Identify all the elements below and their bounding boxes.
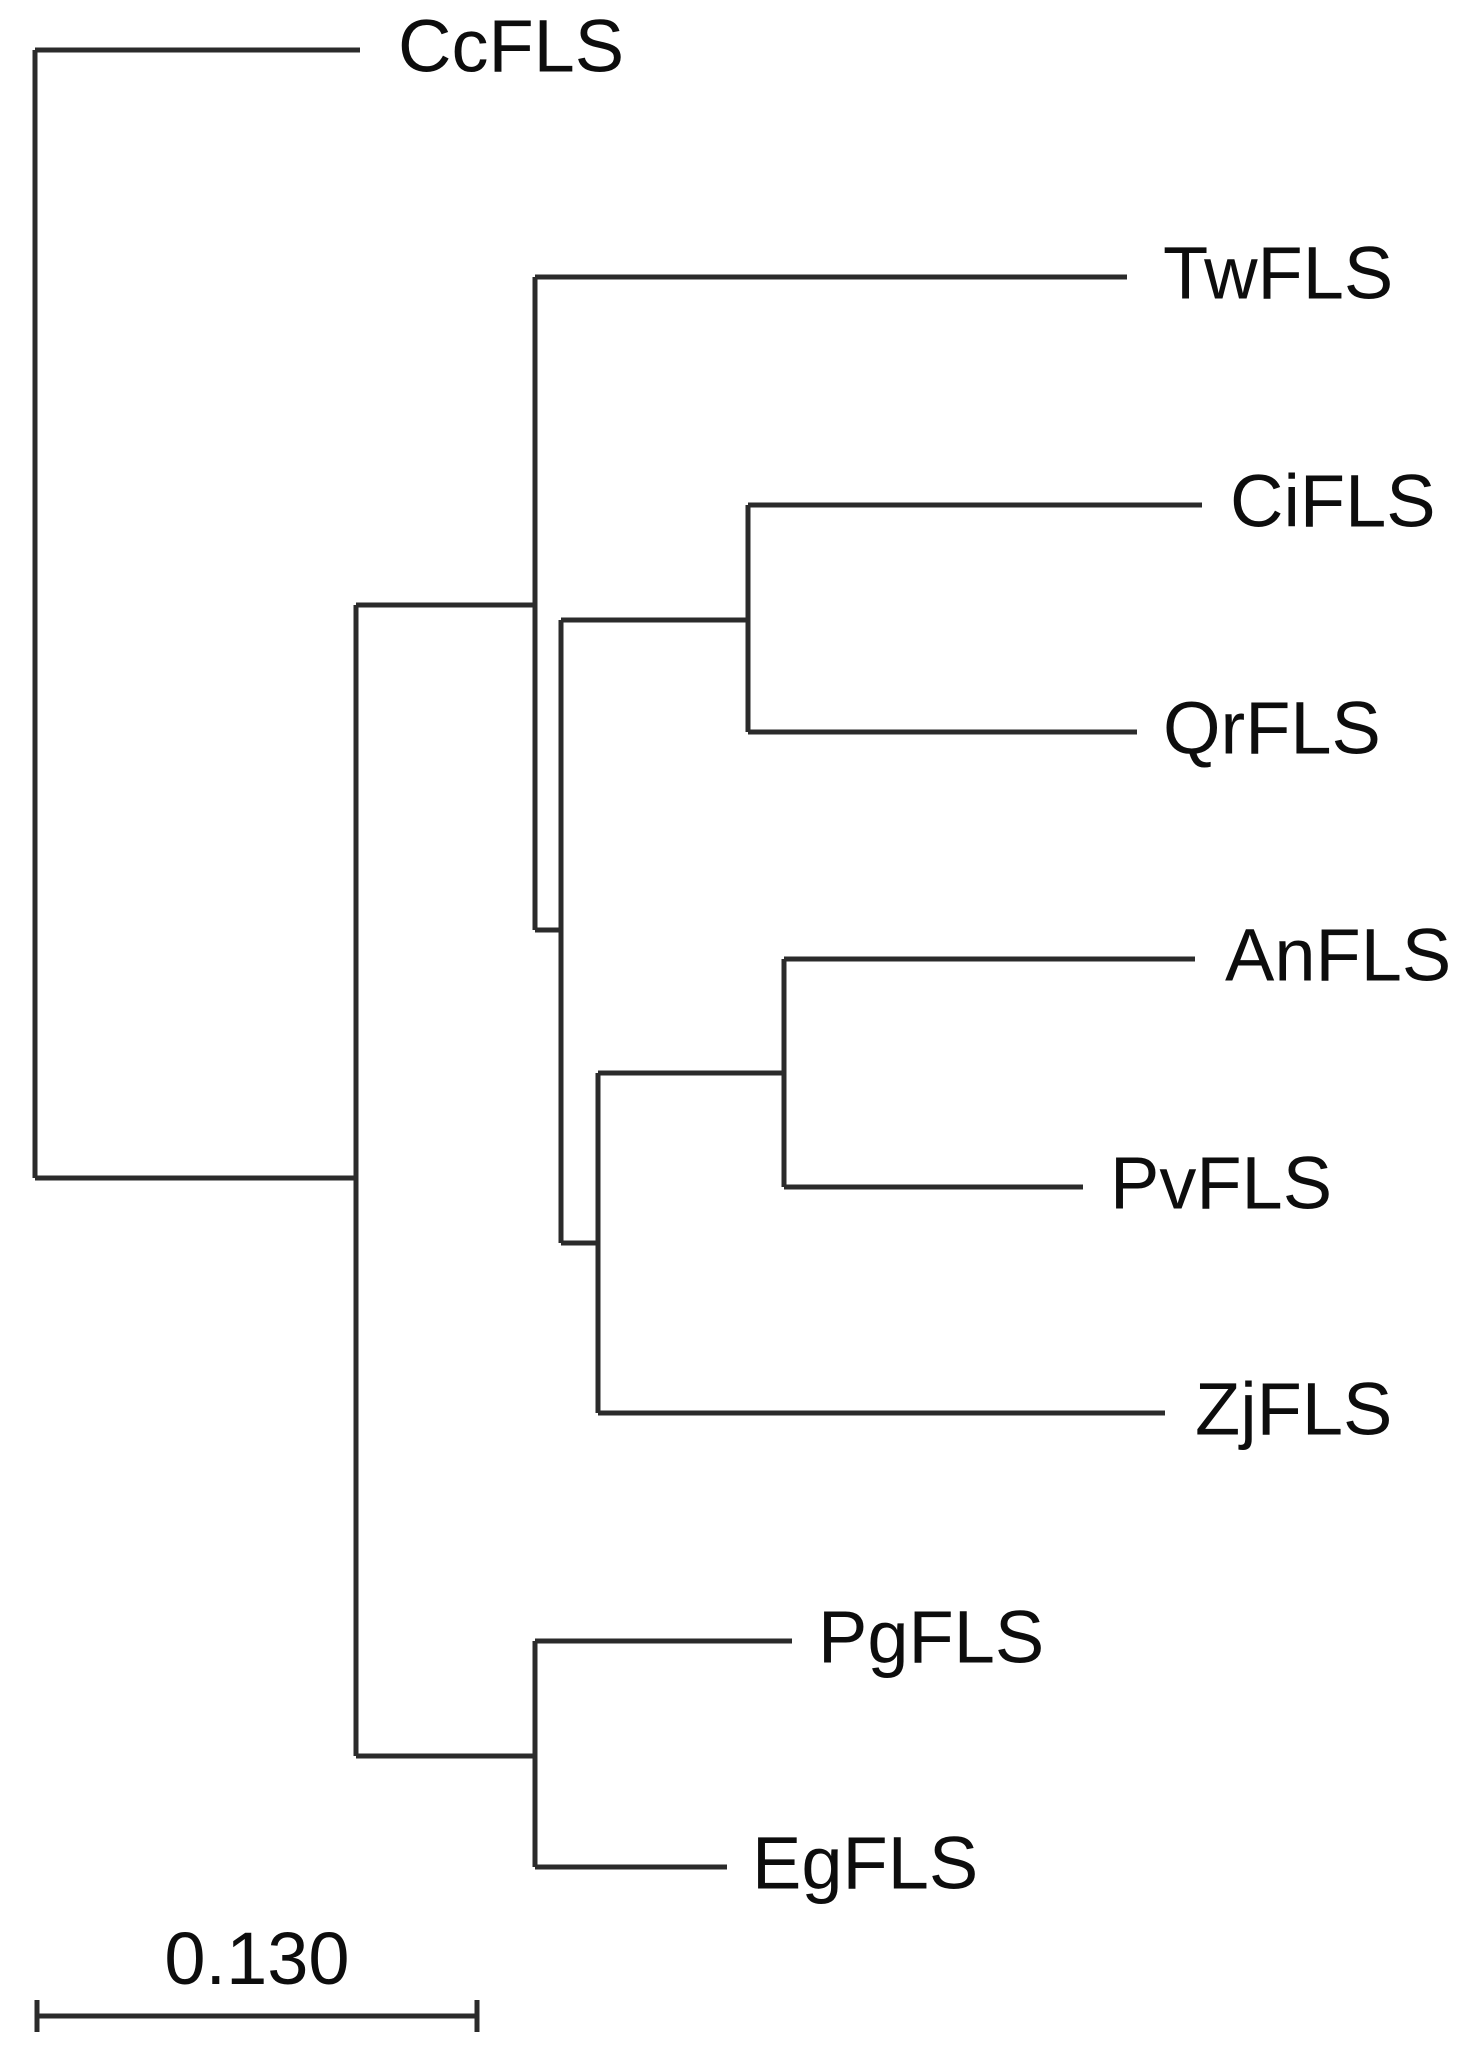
tip-label-AnFLS: AnFLS	[1225, 914, 1451, 997]
tip-label-PvFLS: PvFLS	[1110, 1142, 1332, 1225]
scale-bar-label: 0.130	[164, 1917, 349, 2000]
tip-label-TwFLS: TwFLS	[1163, 232, 1393, 315]
scale-bar-group: 0.130	[34, 1917, 480, 2032]
tip-label-PgFLS: PgFLS	[818, 1596, 1044, 1679]
tree-branches-group	[32, 47, 1202, 1870]
tip-label-CcFLS: CcFLS	[398, 5, 624, 88]
tip-label-QrFLS: QrFLS	[1163, 687, 1381, 770]
tip-labels-group: CcFLS TwFLS CiFLS QrFLS AnFLS PvFLS ZjFLS PgFLS…	[398, 5, 1451, 1905]
tip-label-CiFLS: CiFLS	[1230, 460, 1436, 543]
tip-label-ZjFLS: ZjFLS	[1195, 1368, 1392, 1451]
tip-label-EgFLS: EgFLS	[752, 1822, 978, 1905]
